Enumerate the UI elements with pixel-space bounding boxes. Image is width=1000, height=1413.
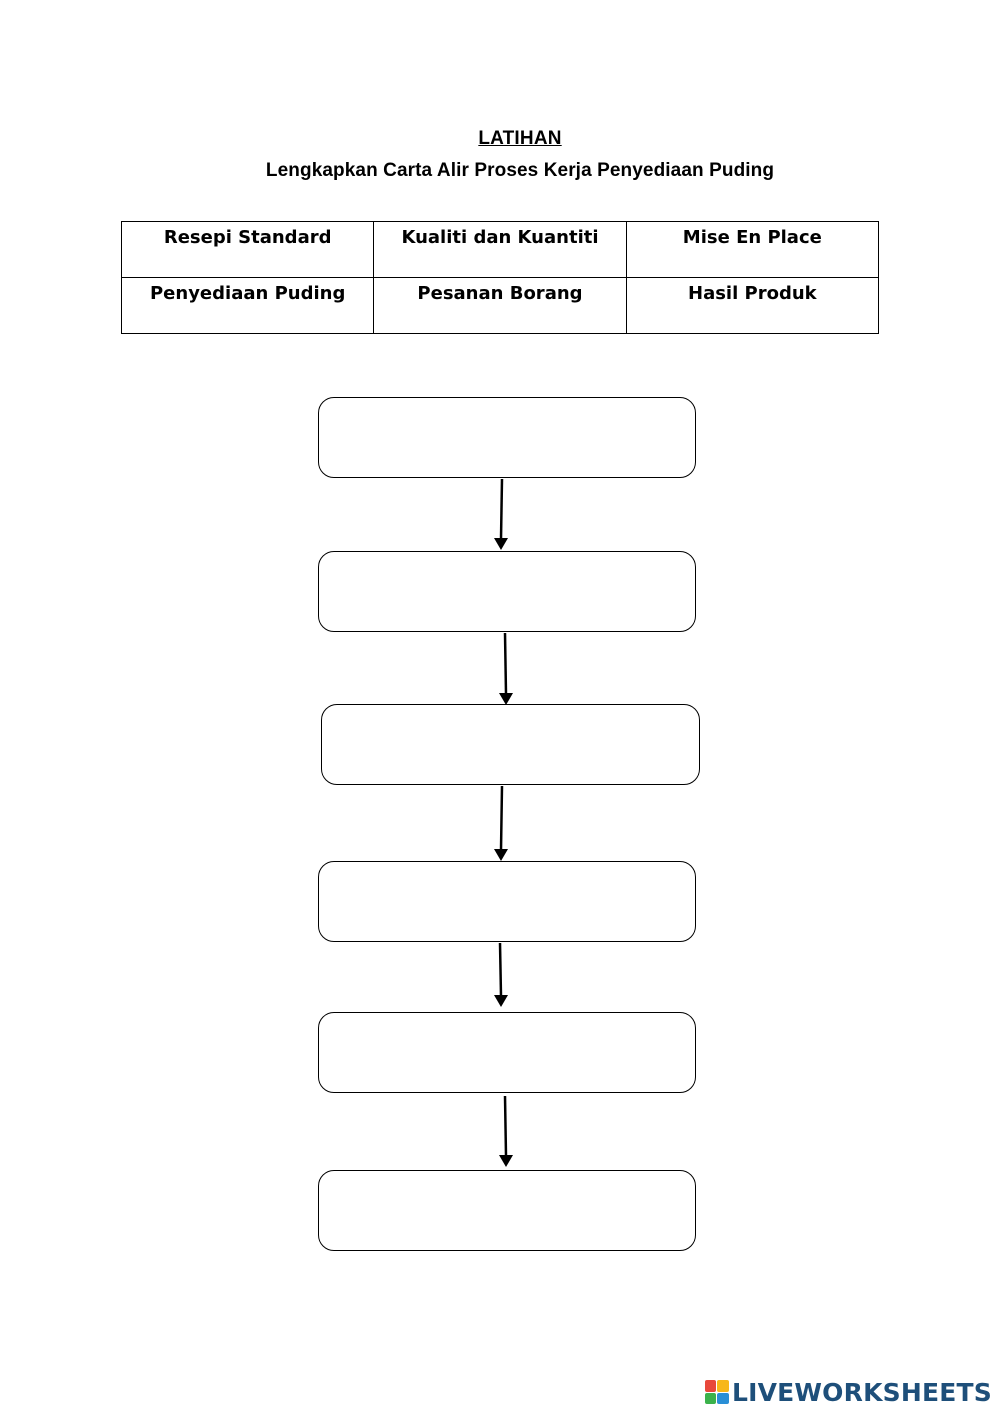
word-bank-table: Resepi Standard Kualiti dan Kuantiti Mis… [120, 221, 880, 334]
flow-arrow [494, 785, 508, 861]
liveworksheets-logo: LIVEWORKSHEETS [704, 1377, 992, 1407]
word-bank-cell: Hasil Produk [625, 277, 880, 334]
flow-arrow [494, 478, 508, 550]
flow-arrow [494, 942, 508, 1007]
word-bank-cell: Mise En Place [625, 221, 880, 278]
word-bank-row: Resepi Standard Kualiti dan Kuantiti Mis… [120, 221, 880, 278]
flowchart-answer-box-1[interactable] [318, 397, 696, 478]
flowchart-answer-box-6[interactable] [318, 1170, 696, 1251]
flowchart-answer-box-4[interactable] [318, 861, 696, 942]
word-bank-cell: Resepi Standard [120, 221, 375, 278]
word-bank-cell: Pesanan Borang [373, 277, 627, 334]
word-bank-cell: Penyediaan Puding [120, 277, 375, 334]
flow-arrow [499, 1095, 513, 1167]
word-bank-row: Penyediaan Puding Pesanan Borang Hasil P… [120, 277, 880, 334]
worksheet-title: LATIHAN [478, 128, 562, 149]
worksheet-instruction: Lengkapkan Carta Alir Proses Kerja Penye… [265, 160, 775, 181]
flow-arrow [499, 632, 513, 705]
flowchart-answer-box-3[interactable] [321, 704, 700, 785]
flowchart-answer-box-2[interactable] [318, 551, 696, 632]
liveworksheets-logo-icon [704, 1380, 729, 1404]
flowchart-answer-box-5[interactable] [318, 1012, 696, 1093]
liveworksheets-logo-text: LIVEWORKSHEETS [731, 1377, 992, 1407]
